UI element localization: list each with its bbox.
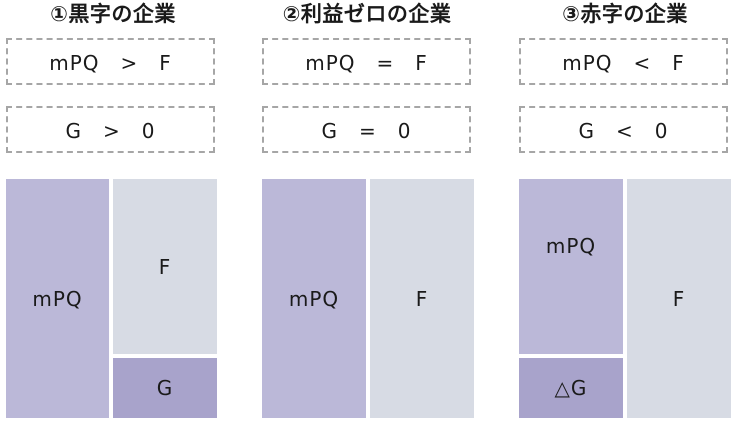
panel-2-revenue-condition-text: mPQ = F: [305, 51, 428, 75]
panel-2-title: ②利益ゼロの企業: [282, 2, 452, 26]
panel-1-g-label: G: [156, 376, 174, 400]
panel-1-mpq-label: mPQ: [32, 286, 83, 311]
panel-2-revenue-condition: mPQ = F: [262, 38, 471, 85]
panel-3-f-label: F: [672, 286, 686, 311]
panel-3-mpq-label: mPQ: [545, 233, 597, 258]
panel-3-title: ③赤字の企業: [562, 2, 688, 26]
panel-3-revenue-condition-text: mPQ < F: [562, 51, 685, 75]
panel-3-loss-block: △G: [519, 358, 623, 418]
panel-1-mpq-block: mPQ: [6, 179, 109, 418]
panel-2-profit-condition-text: G = 0: [321, 119, 412, 143]
panel-1-title: ①黒字の企業: [50, 2, 176, 26]
panel-3-profit-condition: G < 0: [519, 106, 728, 153]
panel-3-f-block: F: [627, 179, 731, 418]
panel-3-loss-label: △G: [554, 376, 588, 400]
panel-1-profit-condition-text: G > 0: [65, 119, 156, 143]
panel-2-f-block: F: [370, 179, 474, 418]
panel-3-profit-condition-text: G < 0: [578, 119, 669, 143]
panel-1-f-label: F: [158, 254, 172, 279]
panel-2-f-label: F: [415, 286, 429, 311]
panel-2-profit-condition: G = 0: [262, 106, 471, 153]
panel-2-mpq-label: mPQ: [288, 286, 340, 311]
panel-1-f-block: F: [113, 179, 217, 354]
panel-1-revenue-condition: mPQ > F: [6, 38, 215, 85]
panel-1-profit-condition: G > 0: [6, 106, 215, 153]
panel-3-revenue-condition: mPQ < F: [519, 38, 728, 85]
panel-2-mpq-block: mPQ: [262, 179, 366, 418]
panel-1-revenue-condition-text: mPQ > F: [49, 51, 172, 75]
panel-3-mpq-block: mPQ: [519, 179, 623, 354]
panel-1-g-block: G: [113, 358, 217, 418]
